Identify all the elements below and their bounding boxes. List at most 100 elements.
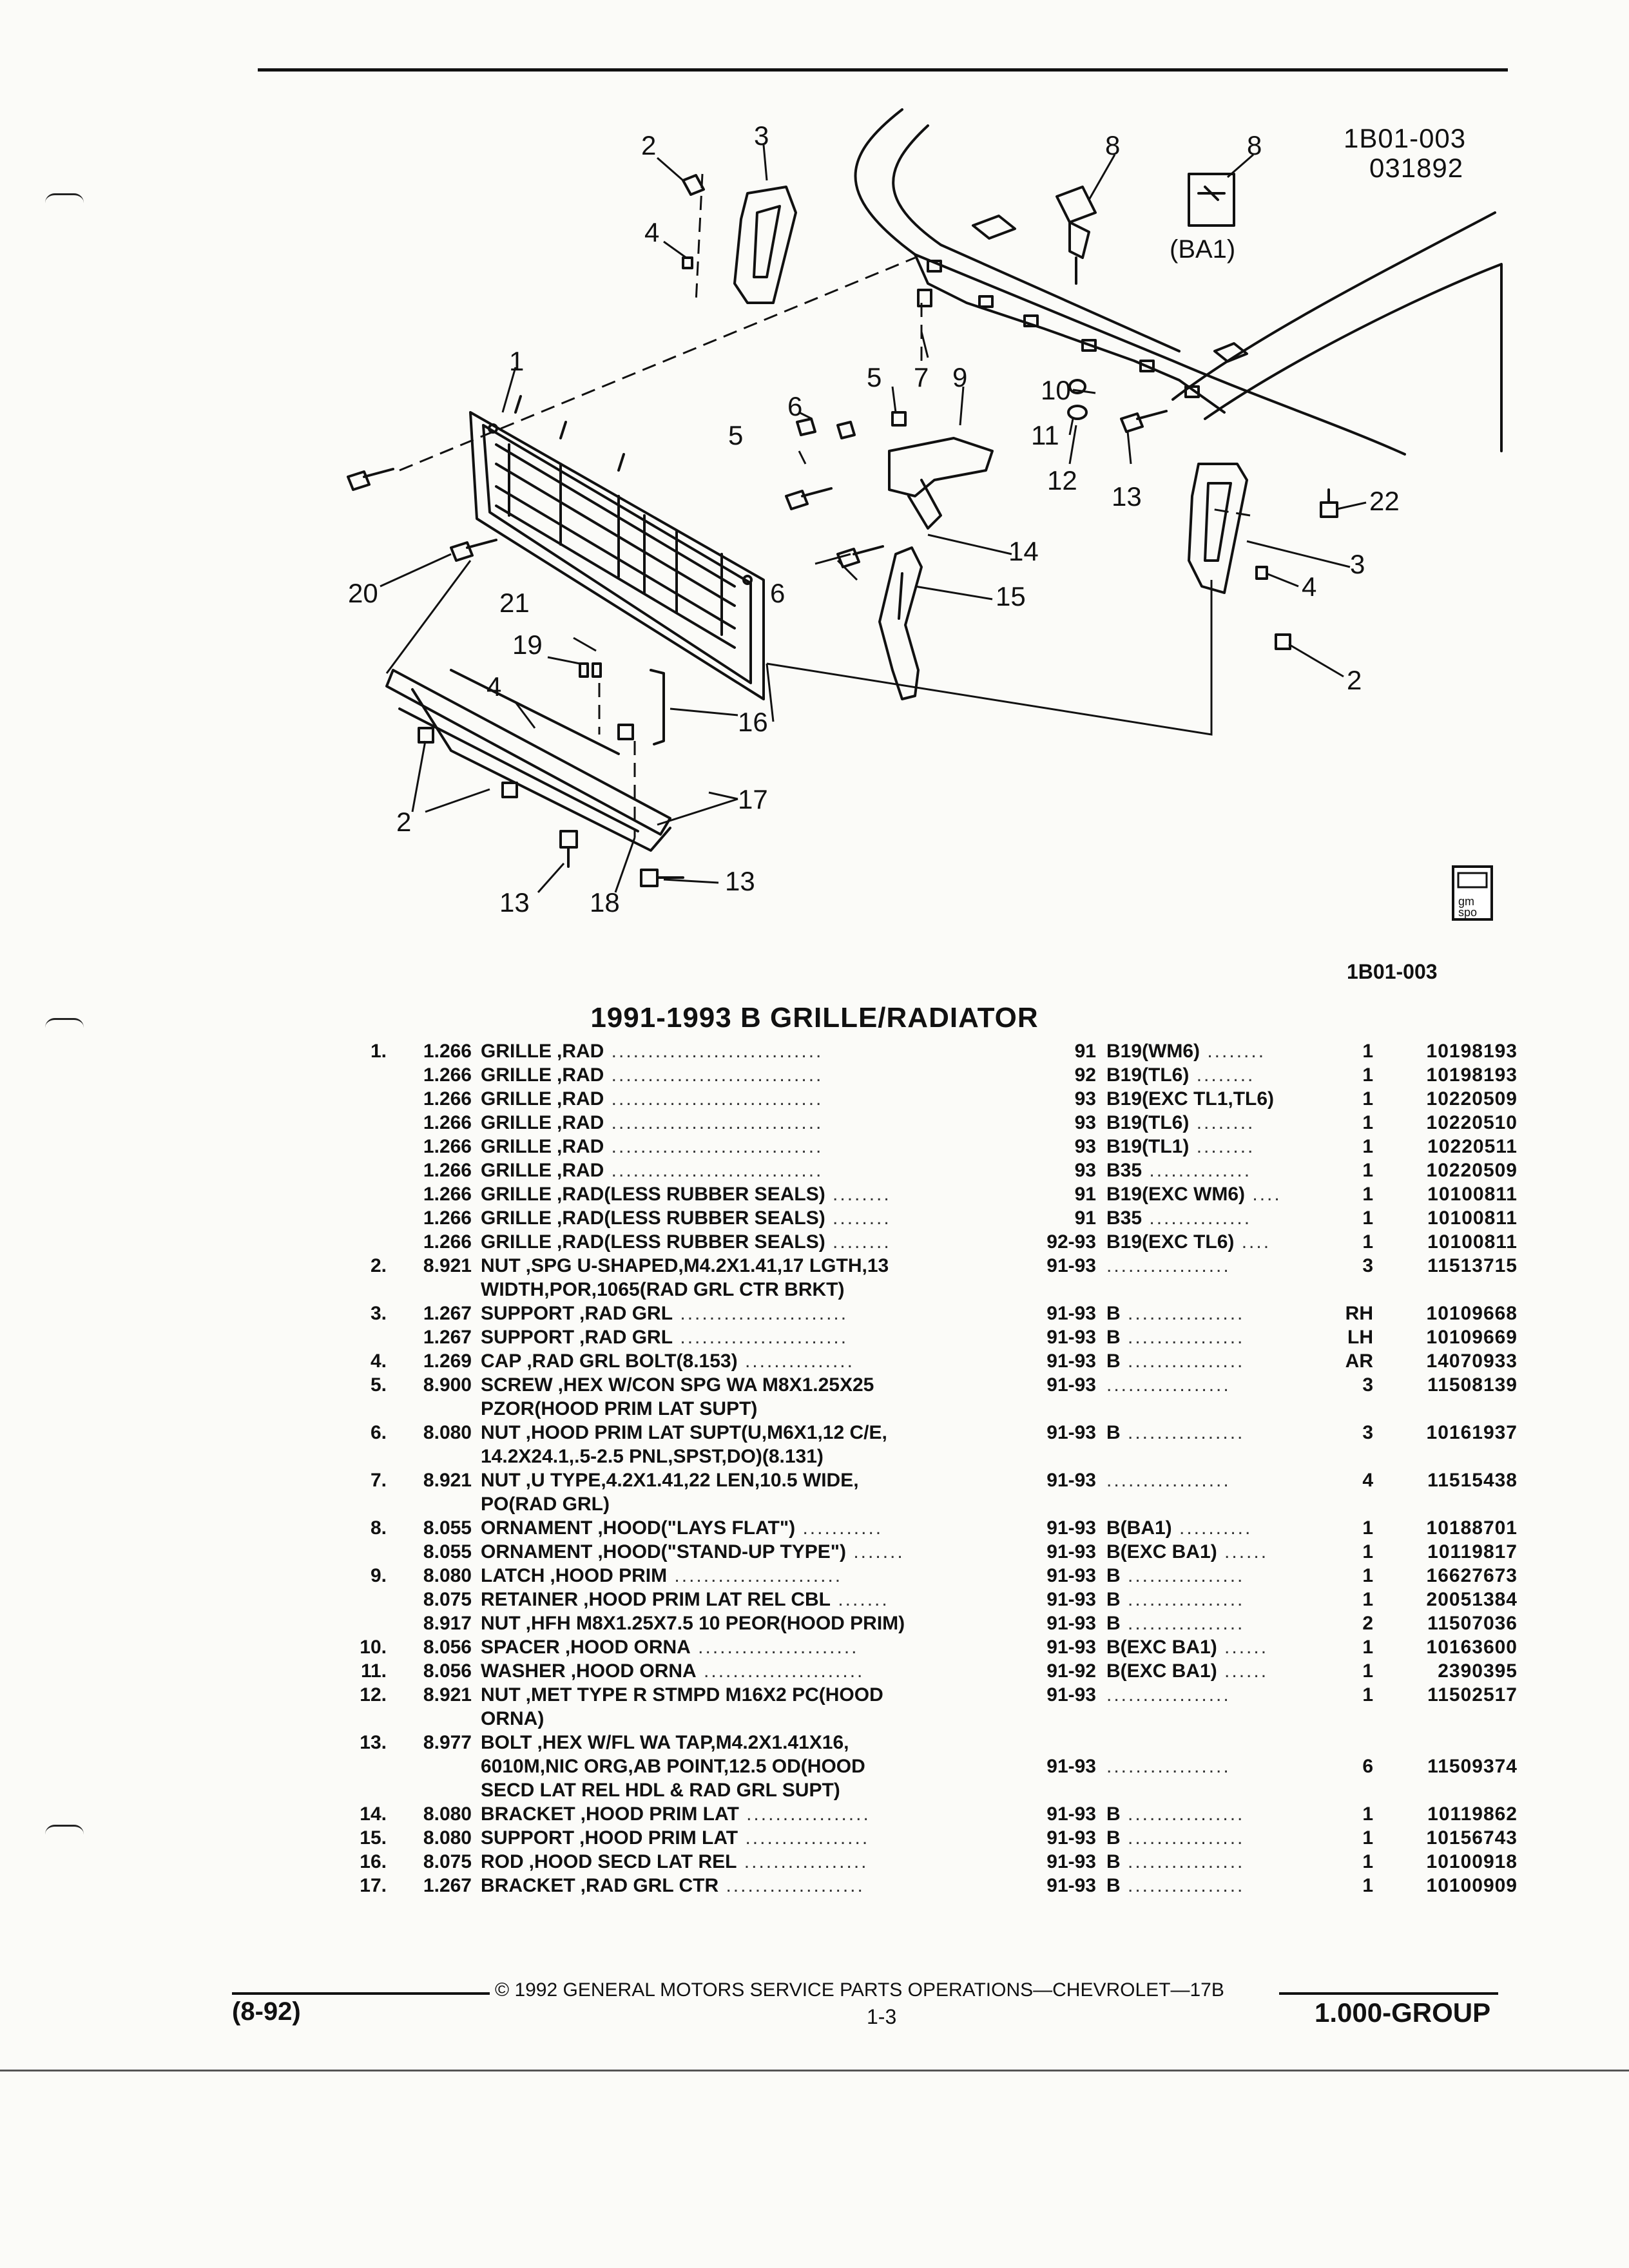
model-years: 93 bbox=[1074, 1112, 1096, 1133]
callout-label: 6 bbox=[770, 578, 785, 608]
part-modifier: ,RAD(LESS RUBBER SEALS) bbox=[557, 1184, 825, 1205]
part-number: 10100918 bbox=[1426, 1851, 1518, 1872]
quantity bbox=[1338, 1492, 1382, 1516]
part-modifier: ,HOOD("LAYS FLAT") bbox=[597, 1517, 796, 1539]
leader-dots: ................ bbox=[1120, 1303, 1245, 1324]
part-number: 10163600 bbox=[1426, 1637, 1518, 1658]
part-description: GRILLE,RAD ............................. bbox=[481, 1039, 1022, 1063]
quantity: 1 bbox=[1362, 1041, 1373, 1062]
model-code: ................. bbox=[1106, 1683, 1338, 1707]
group-number: 1.267 bbox=[423, 1327, 472, 1348]
part-number: 10100811 bbox=[1427, 1184, 1518, 1205]
part-description: RETAINER,HOOD PRIM LAT REL CBL ....... bbox=[481, 1588, 1022, 1611]
part-number: 10100811 bbox=[1427, 1231, 1518, 1253]
model-code: B ................ bbox=[1106, 1850, 1338, 1874]
model-code-text: B bbox=[1106, 1422, 1121, 1443]
group-number: 8.977 bbox=[423, 1732, 472, 1753]
part-modifier: ,RAD GRL bbox=[579, 1327, 673, 1348]
callout-label: 6 bbox=[787, 391, 802, 421]
part-description: 14.2X24.1,.5-2.5 PNL,SPST,DO)(8.131) bbox=[481, 1445, 1022, 1468]
callout-label: 13 bbox=[725, 866, 755, 896]
group-number: 1.266 bbox=[423, 1064, 472, 1086]
model-code bbox=[1106, 1492, 1338, 1516]
model-code-text: B bbox=[1106, 1565, 1121, 1586]
parts-row: WIDTH,POR,1065(RAD GRL CTR BRKT) bbox=[303, 1278, 1518, 1302]
leader-dots: ....... bbox=[831, 1589, 889, 1610]
leader-dots: ........ bbox=[1189, 1112, 1255, 1133]
ref-number: 8. bbox=[370, 1517, 387, 1539]
date-code: (8-92) bbox=[232, 1997, 301, 2026]
quantity bbox=[1338, 1707, 1382, 1731]
leader-dots: ................. bbox=[738, 1803, 871, 1825]
part-modifier: 6010M,NIC ORG,AB POINT,12.5 OD(HOOD bbox=[481, 1756, 865, 1777]
ref-number bbox=[303, 1158, 401, 1182]
callout-label: 2 bbox=[396, 807, 411, 837]
quantity: 1 bbox=[1362, 1851, 1373, 1872]
quantity bbox=[1338, 1445, 1382, 1468]
part-description: BOLT,HEX W/FL WA TAP,M4.2X1.41X16, bbox=[481, 1731, 1022, 1754]
part-modifier: ,MET TYPE R STMPD M16X2 PC(HOOD bbox=[525, 1684, 883, 1706]
part-number: 10109668 bbox=[1426, 1303, 1518, 1324]
model-code-text: B(BA1) bbox=[1106, 1517, 1172, 1539]
part-modifier: ,HOOD PRIM bbox=[550, 1565, 668, 1586]
model-code-text: B19(EXC WM6) bbox=[1106, 1184, 1246, 1205]
sheet-code: 1B01-003 bbox=[1344, 123, 1467, 153]
group-number: 1.266 bbox=[423, 1231, 472, 1253]
model-years: 91-93 bbox=[1046, 1327, 1096, 1348]
ref-number bbox=[303, 1778, 401, 1802]
ornament-stand-up bbox=[1055, 186, 1097, 285]
leader-dots: ........ bbox=[1189, 1136, 1255, 1157]
callout-label: 16 bbox=[738, 707, 768, 737]
quantity: 1 bbox=[1362, 1088, 1373, 1110]
quantity: 3 bbox=[1362, 1255, 1373, 1276]
part-number bbox=[1382, 1731, 1518, 1754]
model-code: B19(TL6) ........ bbox=[1106, 1063, 1338, 1087]
fasteners bbox=[347, 174, 1338, 887]
ref-number bbox=[303, 1588, 401, 1611]
group-number bbox=[401, 1492, 481, 1516]
leader-dots: ................ bbox=[1120, 1350, 1245, 1372]
part-description: ORNAMENT,HOOD("STAND-UP TYPE") ....... bbox=[481, 1540, 1022, 1564]
part-description: SECD LAT REL HDL & RAD GRL SUPT) bbox=[481, 1778, 1022, 1802]
part-description: PZOR(HOOD PRIM LAT SUPT) bbox=[481, 1397, 1022, 1421]
part-description: PO(RAD GRL) bbox=[481, 1492, 1022, 1516]
part-description: WIDTH,POR,1065(RAD GRL CTR BRKT) bbox=[481, 1278, 1022, 1302]
model-years: 93 bbox=[1074, 1088, 1096, 1110]
footer-rule-left bbox=[232, 1992, 490, 1995]
part-modifier: ,RAD(LESS RUBBER SEALS) bbox=[557, 1207, 825, 1229]
quantity: 1 bbox=[1362, 1803, 1373, 1825]
model-years: 91-93 bbox=[1046, 1374, 1096, 1396]
group-number: 1.266 bbox=[423, 1041, 472, 1062]
ref-number: 10. bbox=[360, 1637, 387, 1658]
part-modifier: ,HOOD("STAND-UP TYPE") bbox=[597, 1541, 847, 1562]
group-number: 8.080 bbox=[423, 1803, 472, 1825]
leader-dots: ........ bbox=[825, 1231, 891, 1253]
group-number: 8.900 bbox=[423, 1374, 472, 1396]
ref-number: 9. bbox=[370, 1565, 387, 1586]
ref-number bbox=[303, 1182, 401, 1206]
part-number: 11513715 bbox=[1427, 1255, 1518, 1276]
group-number: 8.075 bbox=[423, 1589, 472, 1610]
sheet-id: 1B01-003 031892 bbox=[1344, 124, 1466, 183]
model-code: B ................ bbox=[1106, 1588, 1338, 1611]
part-number: 10198193 bbox=[1426, 1041, 1518, 1062]
model-code: B ................ bbox=[1106, 1874, 1338, 1898]
model-code: B35 .............. bbox=[1106, 1158, 1338, 1182]
model-years: 91-93 bbox=[1046, 1827, 1096, 1849]
model-years: 91-93 bbox=[1046, 1470, 1096, 1491]
quantity bbox=[1338, 1778, 1382, 1802]
quantity: RH bbox=[1345, 1303, 1373, 1324]
quantity: 1 bbox=[1362, 1184, 1373, 1205]
model-years bbox=[1022, 1278, 1106, 1302]
group-number: 1.266 bbox=[423, 1088, 472, 1110]
ref-number: 7. bbox=[370, 1470, 387, 1491]
callout-label: 21 bbox=[499, 588, 530, 618]
group-number: 8.055 bbox=[423, 1517, 472, 1539]
